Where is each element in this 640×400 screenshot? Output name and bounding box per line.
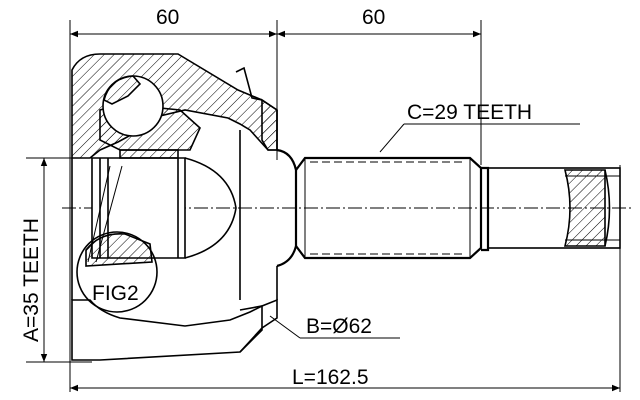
ball-hatch xyxy=(103,75,142,105)
dim-length-l: L=162.5 xyxy=(292,366,369,389)
dim-spline-a: A=35 TEETH xyxy=(20,218,43,342)
dim-top-right: 60 xyxy=(362,6,385,29)
fig2-callout: FIG2 xyxy=(76,165,158,313)
dimension-lines xyxy=(40,30,620,392)
output-shaft xyxy=(295,156,483,260)
dim-top-left: 60 xyxy=(156,6,179,29)
housing-neck xyxy=(235,66,298,353)
dim-diameter-b: B=Ø62 xyxy=(306,315,372,338)
fig2-label: FIG2 xyxy=(92,282,139,305)
leader-lines xyxy=(269,123,580,339)
threaded-stub xyxy=(481,166,621,252)
dim-spline-c: C=29 TEETH xyxy=(407,101,532,124)
